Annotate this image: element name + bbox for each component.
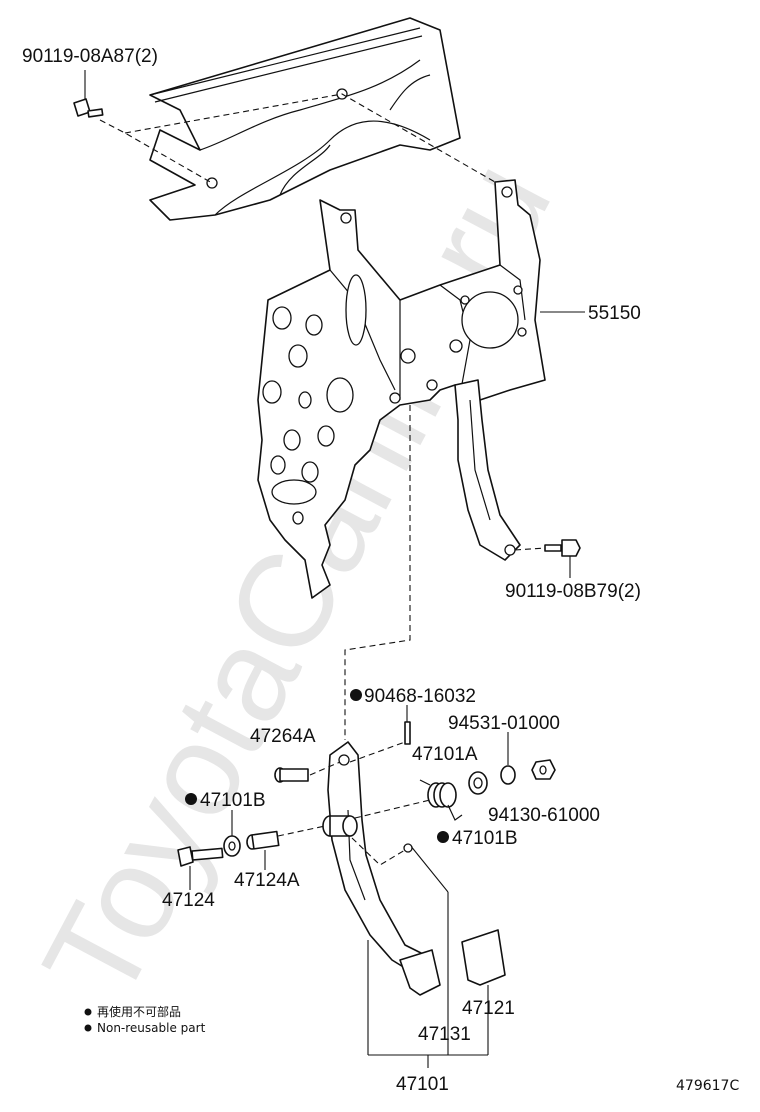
figure-code: 479617C <box>676 1078 739 1094</box>
dash-line-bolt-right <box>514 547 546 551</box>
legend-text-en: Non-reusable part <box>97 1021 206 1035</box>
label-spring-top: 47101A <box>412 744 478 765</box>
label-bolt-pivot: 47264A <box>250 726 316 747</box>
pin-icon <box>404 705 411 745</box>
bolt-top-icon <box>73 70 104 118</box>
dash-line-pivot <box>344 405 411 740</box>
collar-icon <box>246 830 280 870</box>
label-collar: 47124A <box>234 870 300 891</box>
dash-panel <box>149 17 461 221</box>
nut-icon <box>531 759 556 780</box>
dash-line-collar <box>277 825 326 837</box>
label-washer: 94531-01000 <box>448 713 560 734</box>
washer-icon <box>500 732 516 785</box>
dash-line-spring <box>351 837 406 866</box>
label-pad: 47121 <box>462 998 515 1019</box>
label-pin: 90468-16032 <box>364 686 476 707</box>
label-bolt-long: 47124 <box>162 890 215 911</box>
pedal-bracket <box>257 179 546 599</box>
bolt-right-icon <box>544 539 581 578</box>
label-pedal-assy: 47101 <box>396 1074 449 1095</box>
pedal-pad-icon <box>461 929 506 986</box>
label-bushing-right: 47101B <box>452 828 518 849</box>
spring-icon <box>419 779 463 821</box>
label-bolt-top: 90119-08A87(2) <box>22 46 158 67</box>
nonreusable-dot-bushing-right <box>437 831 449 843</box>
dash-line-pivot-bolt <box>309 761 341 776</box>
legend-text-jp: 再使用不可部品 <box>97 1004 181 1019</box>
dash-line-bolt-top <box>99 119 213 184</box>
label-bolt-right: 90119-08B79(2) <box>505 581 641 602</box>
leader-arm-diag <box>409 844 449 893</box>
label-bracket: 55150 <box>588 303 641 324</box>
label-nut: 94130-61000 <box>488 805 600 826</box>
leader-dot <box>403 843 413 853</box>
nonreusable-dot-bushing-left <box>185 793 197 805</box>
label-pedal-arm: 47131 <box>418 1024 471 1045</box>
dash-line-right-parts <box>354 799 431 819</box>
label-bushing-left: 47101B <box>200 790 266 811</box>
legend-dot-en <box>84 1024 92 1032</box>
bolt-long-icon <box>177 846 224 890</box>
bushing-left-icon <box>223 810 241 857</box>
nonreusable-dot-pin <box>350 689 362 701</box>
dash-line-panel <box>124 93 496 183</box>
bolt-pivot-icon <box>274 767 309 783</box>
pedal-arm <box>322 741 441 996</box>
legend-dot-jp <box>84 1008 92 1016</box>
bushing-right-icon <box>468 771 488 795</box>
